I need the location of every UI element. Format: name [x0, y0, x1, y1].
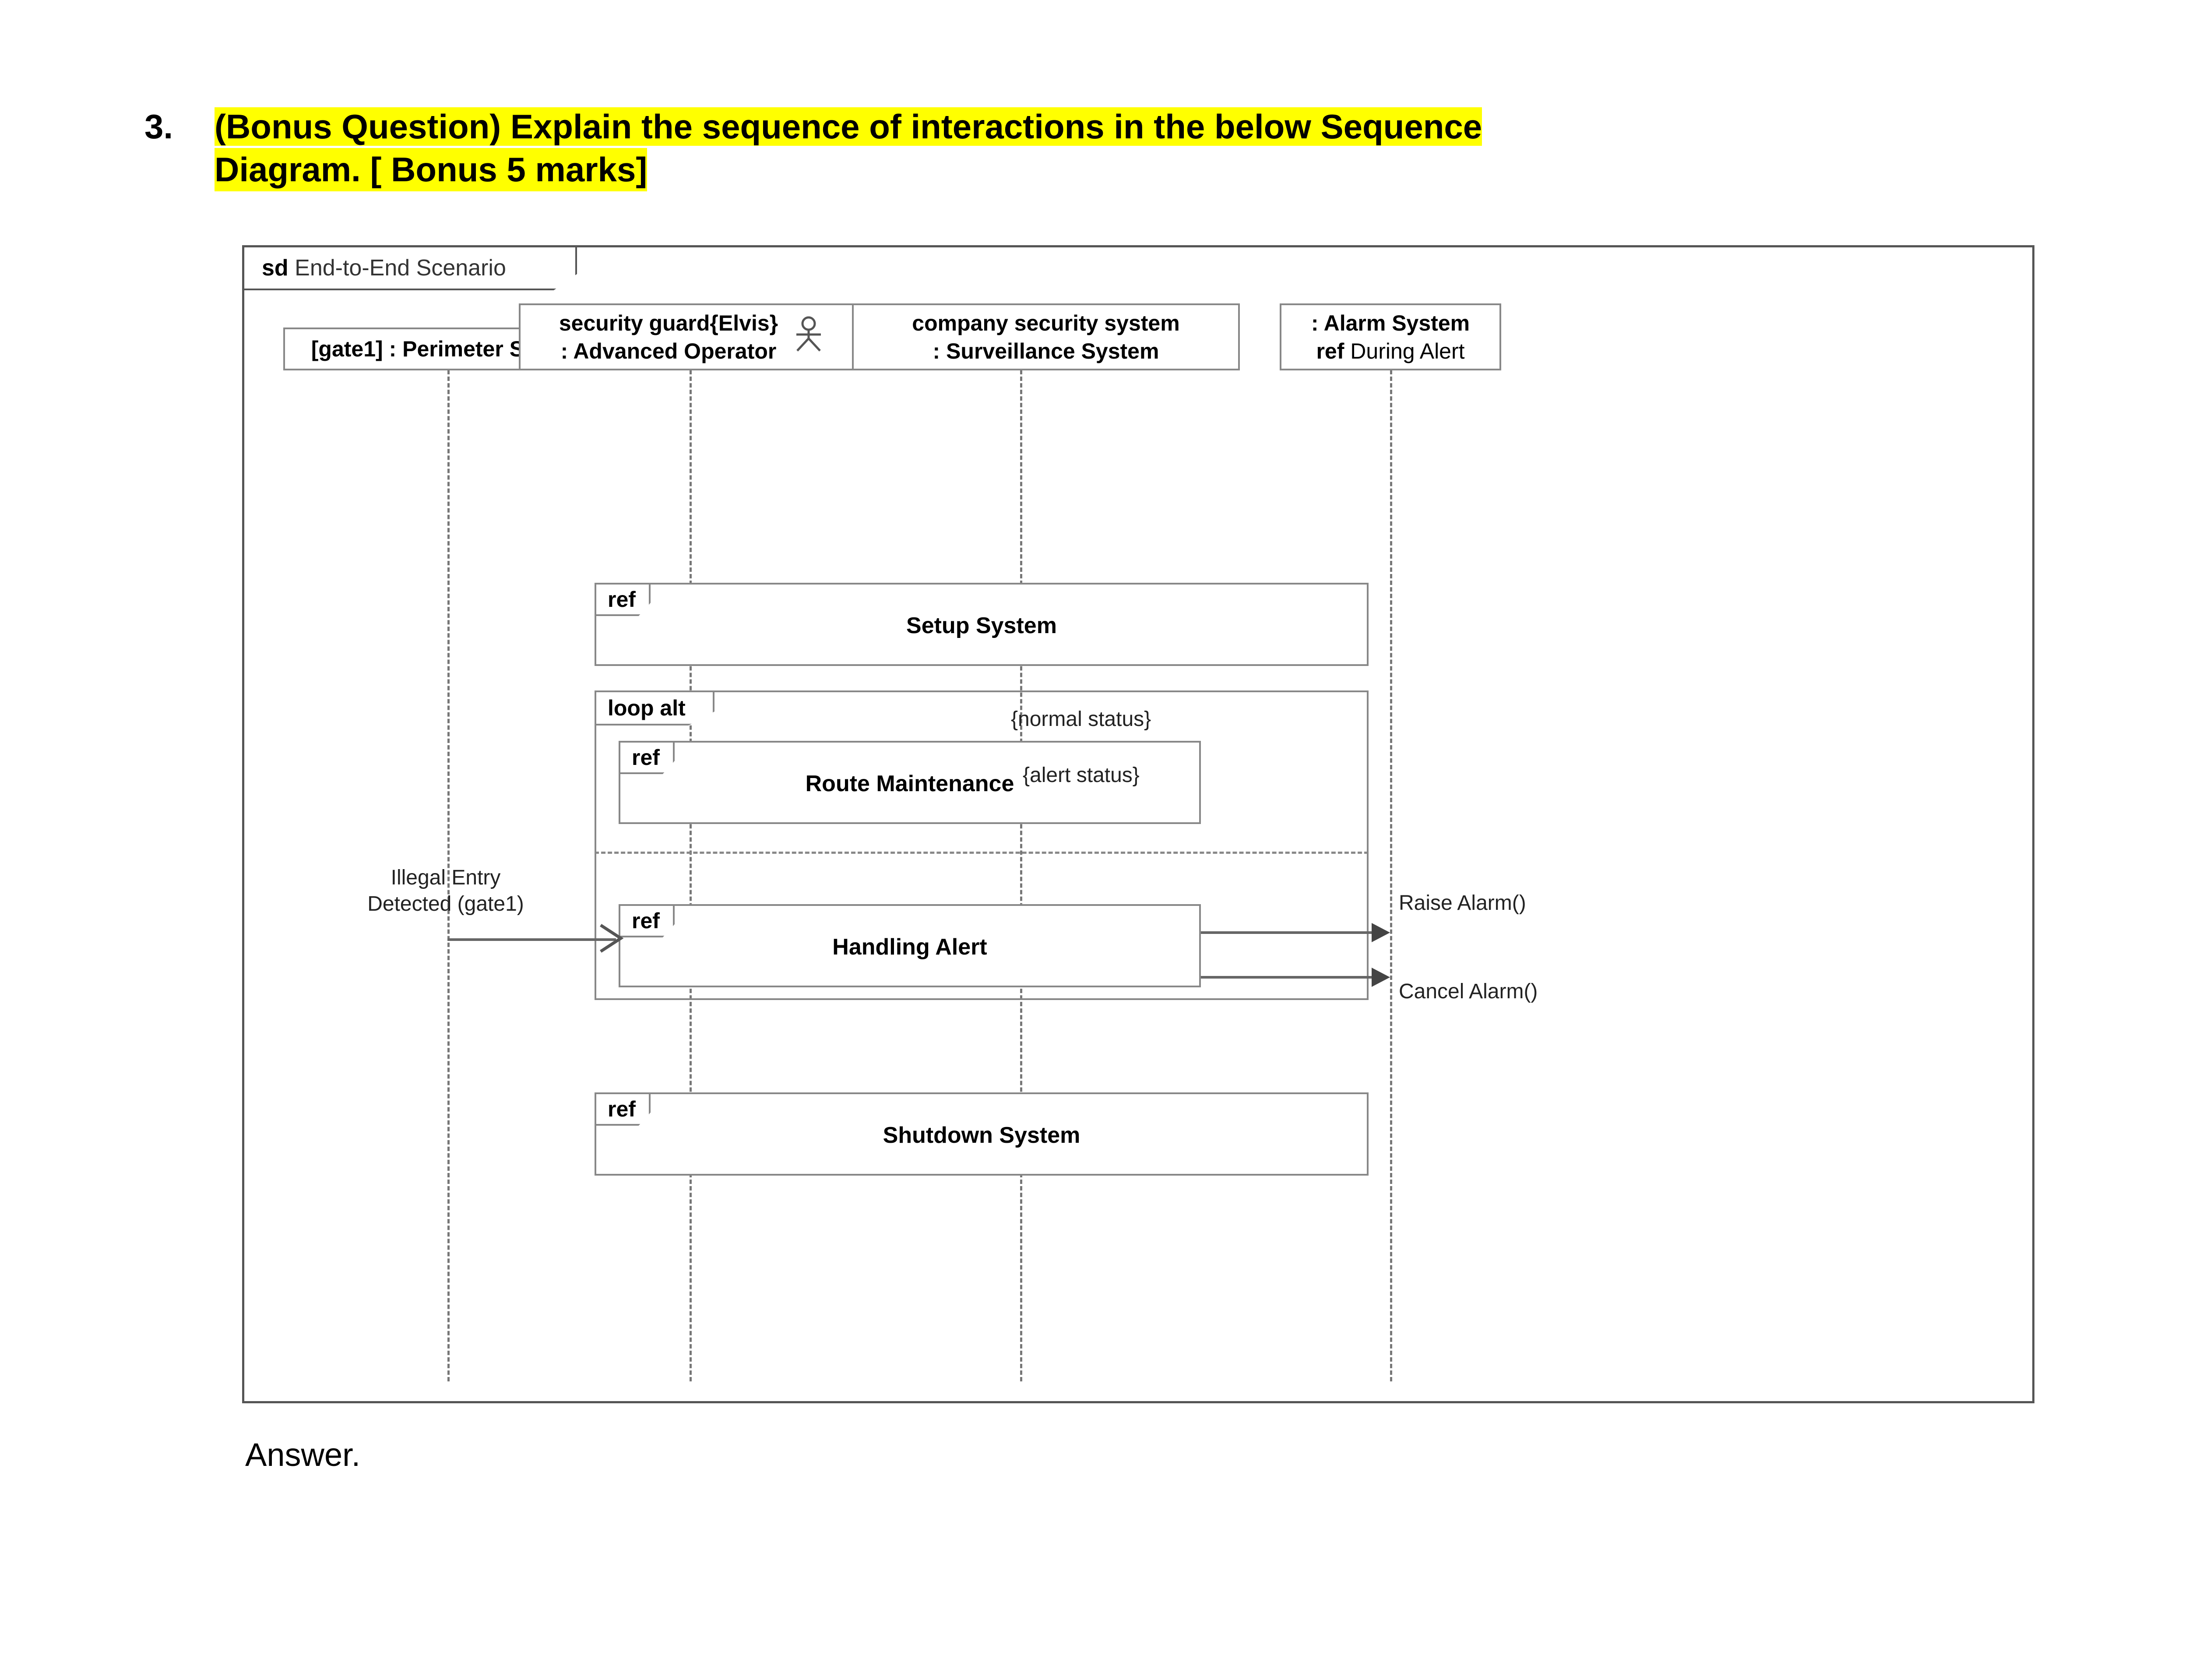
- message-arrow-cancel-alarm: [1201, 976, 1372, 979]
- question-line-1: 3. (Bonus Question) Explain the sequence…: [144, 105, 2115, 148]
- lifeline-security-guard: [690, 370, 692, 1381]
- alarm-ref-name: During Alert: [1350, 338, 1465, 363]
- message-arrow-illegal-entry: [447, 938, 616, 941]
- message-label-raise-alarm: Raise Alarm(): [1399, 891, 1526, 915]
- participant-alarm-system[interactable]: : Alarm System ref During Alert: [1280, 303, 1501, 370]
- fragment-route-maintenance[interactable]: ref Route Maintenance: [619, 741, 1201, 824]
- participant-label-security-guard-line1: security guard{Elvis}: [559, 310, 778, 335]
- message-label-cancel-alarm: Cancel Alarm(): [1399, 980, 1538, 1003]
- fragment-operator-loop-alt: loop alt: [596, 692, 714, 726]
- participant-label-security-guard: security guard{Elvis} : Advanced Operato…: [559, 309, 778, 365]
- message-label-illegal-entry-line2: Detected (gate1): [367, 892, 524, 916]
- fragment-operator-label-loop-alt: loop alt: [608, 696, 686, 720]
- guard-normal-status: {normal status}: [1011, 708, 1151, 731]
- fragment-operator-label-route-maintenance: ref: [632, 745, 660, 770]
- fragment-loop-alt[interactable]: loop alt: [595, 690, 1369, 1000]
- sequence-diagram-frame: sd End-to-End Scenario [gate1] : Perimet…: [242, 245, 2034, 1403]
- question-text-line2: Diagram. [ Bonus 5 marks]: [215, 148, 648, 191]
- arrowhead-filled-raise-alarm: [1372, 923, 1390, 942]
- question-line-2: Diagram. [ Bonus 5 marks]: [215, 148, 2115, 191]
- lifeline-alarm-system: [1390, 370, 1392, 1381]
- participant-label-alarm-system-line2: ref During Alert: [1311, 337, 1470, 365]
- message-arrow-raise-alarm: [1201, 931, 1372, 934]
- fragment-operator-label-shutdown-system: ref: [608, 1097, 636, 1121]
- guard-alert-status: {alert status}: [1023, 764, 1140, 787]
- frame-keyword: sd: [262, 255, 289, 281]
- fragment-handling-alert[interactable]: ref Handling Alert: [619, 904, 1201, 987]
- fragment-operator-shutdown-system: ref: [596, 1094, 651, 1126]
- participant-label-alarm-system-line1: : Alarm System: [1311, 310, 1470, 335]
- participant-label-company-security-system: company security system : Surveillance S…: [912, 309, 1179, 365]
- fragment-operator-route-maintenance: ref: [620, 743, 675, 774]
- participant-label-alarm-system: : Alarm System ref During Alert: [1311, 309, 1470, 365]
- message-label-illegal-entry: Illegal Entry Detected (gate1): [336, 865, 555, 917]
- lifeline-perimeter-sensor: [447, 370, 450, 1381]
- fragment-title-handling-alert: Handling Alert: [832, 934, 987, 960]
- answer-label: Answer.: [245, 1437, 361, 1473]
- participant-security-guard[interactable]: security guard{Elvis} : Advanced Operato…: [519, 303, 865, 370]
- fragment-setup-system[interactable]: ref Setup System: [595, 583, 1369, 666]
- diagram-frame-label: sd End-to-End Scenario: [244, 247, 577, 290]
- participant-label-company-security-system-line1: company security system: [912, 310, 1180, 335]
- fragment-operator-label-handling-alert: ref: [632, 909, 660, 933]
- fragment-title-shutdown-system: Shutdown System: [883, 1123, 1080, 1148]
- fragment-title-route-maintenance: Route Maintenance: [805, 771, 1014, 796]
- participant-company-security-system[interactable]: company security system : Surveillance S…: [852, 303, 1240, 370]
- actor-icon: [793, 315, 824, 359]
- fragment-operator-setup-system: ref: [596, 585, 651, 616]
- arrowhead-open-illegal-entry: [595, 922, 626, 957]
- question-block: 3. (Bonus Question) Explain the sequence…: [144, 105, 2115, 191]
- question-number: 3.: [144, 107, 173, 146]
- alt-separator: [595, 852, 1369, 854]
- arrowhead-filled-cancel-alarm: [1372, 968, 1390, 987]
- lifeline-company-security: [1020, 370, 1022, 1381]
- fragment-shutdown-system[interactable]: ref Shutdown System: [595, 1092, 1369, 1176]
- fragment-title-setup-system: Setup System: [906, 613, 1057, 638]
- fragment-operator-label-setup-system: ref: [608, 587, 636, 612]
- message-label-illegal-entry-line1: Illegal Entry: [391, 866, 501, 889]
- question-text-line1: (Bonus Question) Explain the sequence of…: [215, 107, 1482, 146]
- participant-label-security-guard-line2: : Advanced Operator: [560, 338, 777, 363]
- fragment-operator-handling-alert: ref: [620, 906, 675, 937]
- participant-label-company-security-system-line2: : Surveillance System: [933, 338, 1159, 363]
- alarm-ref-keyword: ref: [1316, 338, 1344, 363]
- frame-name: End-to-End Scenario: [295, 255, 506, 281]
